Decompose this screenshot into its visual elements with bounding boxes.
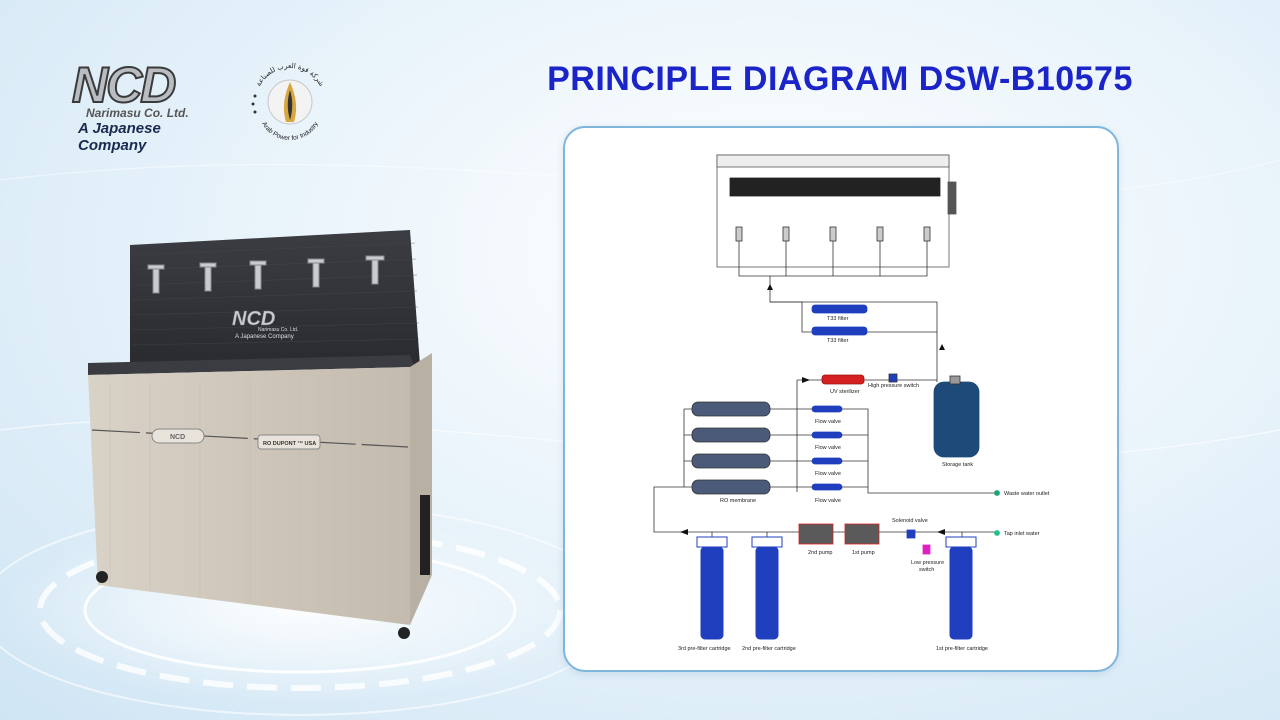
label-flow-valve-4: Flow valve <box>815 498 841 504</box>
label-1st-pump: 1st pump <box>852 550 875 556</box>
ncd-logo-mark: NCD <box>71 57 177 113</box>
label-flow-valve-3: Flow valve <box>815 471 841 477</box>
label-2nd-prefilter: 2nd pre-filter cartridge <box>742 646 796 652</box>
badge-right-text: RO DUPONT ™ USA <box>263 441 316 447</box>
label-storage-tank: Storage tank <box>942 462 973 468</box>
panel-brand: NCD <box>232 308 275 330</box>
label-t33-filter-bottom: T33 filter <box>827 338 849 344</box>
label-tap-inlet-water: Tap inlet water <box>1004 531 1040 537</box>
label-low-pressure-switch-line2: switch <box>919 567 934 573</box>
label-uv-sterilizer: UV sterilizer <box>830 389 860 395</box>
label-low-pressure-switch: Low pressure <box>911 560 944 566</box>
badge-right <box>257 434 321 450</box>
badge-left <box>151 428 205 444</box>
ncd-tagline: A Japanese Company <box>78 120 161 154</box>
label-1st-prefilter: 1st pre-filter cartridge <box>936 646 988 652</box>
wheel-right <box>398 627 410 639</box>
principle-diagram: T33 filter T33 filter UV sterilizer High… <box>653 154 1050 652</box>
label-2nd-pump: 2nd pump <box>808 550 832 556</box>
arab-power-logo: شركة قوة العرب للصناعة Arab Power for In… <box>251 62 326 142</box>
wheel-left <box>96 571 108 583</box>
label-flow-valve-1: Flow valve <box>815 419 841 425</box>
badge-left-text: NCD <box>170 434 185 441</box>
ncd-company-name: Narimasu Co. Ltd. <box>86 106 189 120</box>
dispenser-machine: NCD Narimasu Co. Ltd. A Japanese Company… <box>88 230 432 639</box>
principle-diagram-card: T33 filter T33 filter UV sterilizer High… <box>563 126 1119 672</box>
label-3rd-prefilter: 3rd pre-filter cartridge <box>678 646 731 652</box>
label-solenoid-valve: Solenoid valve <box>892 518 928 524</box>
label-ro-membrane: RO membrane <box>720 498 756 504</box>
ncd-logo: NCD Narimasu Co. Ltd. A Japanese Company <box>71 57 232 154</box>
label-waste-water-outlet: Waste water outlet <box>1004 491 1050 497</box>
label-high-pressure-switch: High pressure switch <box>868 383 919 389</box>
panel-tagline: A Japanese Company <box>235 334 294 340</box>
panel-brand-sub: Narimasu Co. Ltd. <box>258 327 298 333</box>
label-t33-filter-top: T33 filter <box>827 316 849 322</box>
side-vent <box>420 495 430 575</box>
page-title: PRINCIPLE DIAGRAM DSW-B10575 <box>547 60 1133 98</box>
label-flow-valve-2: Flow valve <box>815 445 841 451</box>
